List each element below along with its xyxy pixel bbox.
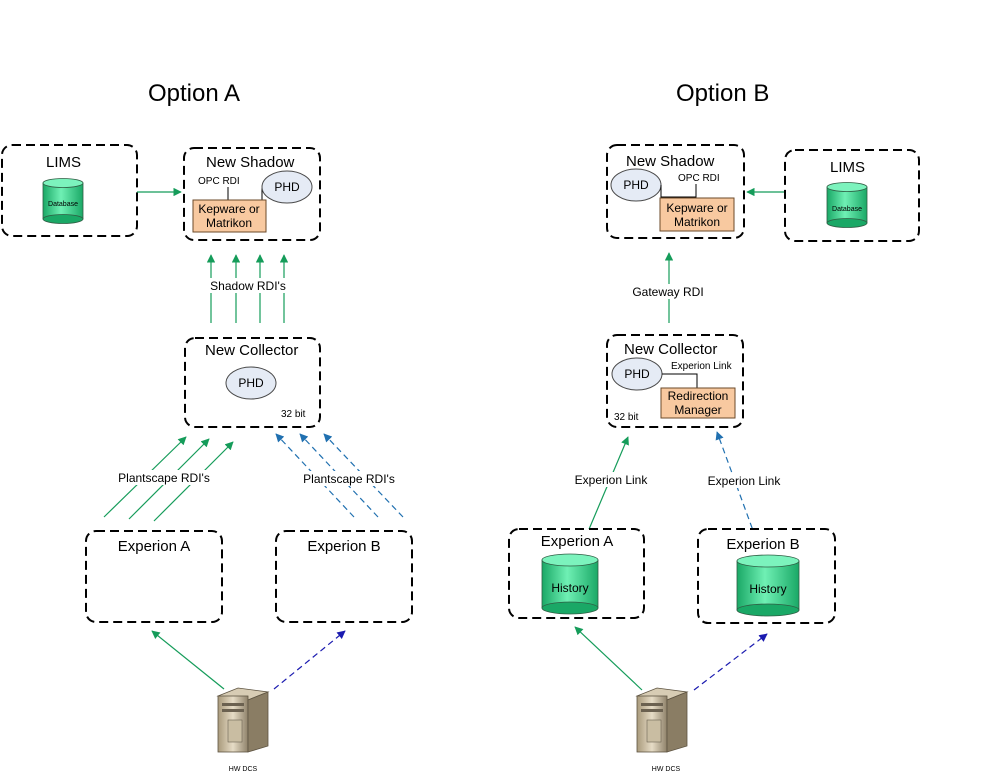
shadow-internal-connector-b xyxy=(660,184,697,198)
experion-b-box-b: Experion B History xyxy=(697,528,836,624)
redirection-manager-box xyxy=(660,387,736,419)
dcs-to-experion-b-arrow-b xyxy=(693,633,768,691)
experion-b-title-a: Experion B xyxy=(307,538,380,555)
database-label-a: Database xyxy=(48,201,78,208)
experion-a-box-b: Experion A History xyxy=(508,528,645,619)
plantscape-rdi-arrows-right xyxy=(275,433,404,518)
dcs-to-experion-b-arrow-a xyxy=(273,630,346,690)
hw-dcs-label-a: HW DCS xyxy=(229,766,258,773)
bit-label-b: 32 bit xyxy=(614,412,639,423)
hw-dcs-label-b: HW DCS xyxy=(652,766,681,773)
phd-label-collector-b: PHD xyxy=(624,367,650,381)
new-collector-title-a: New Collector xyxy=(205,342,298,359)
plantscape-label-left: Plantscape RDI's xyxy=(118,471,210,485)
experion-a-box-a: Experion A xyxy=(85,530,223,623)
lims-box-a: LIMS Database xyxy=(1,144,138,237)
phd-label-shadow-b: PHD xyxy=(623,178,649,192)
opc-rdi-label-a: OPC RDI xyxy=(198,176,240,187)
history-label-a: History xyxy=(551,581,588,595)
hw-dcs-server-b xyxy=(635,687,689,753)
database-label-b: Database xyxy=(832,206,862,213)
experion-a-title-a: Experion A xyxy=(118,538,191,555)
hw-dcs-server-a xyxy=(216,687,270,753)
collector-internal-connector-b xyxy=(662,373,698,388)
phd-node-collector-a xyxy=(225,366,277,400)
dcs-to-experion-a-arrow-a xyxy=(151,630,225,690)
option-a-title: Option A xyxy=(148,80,240,107)
bit-label-a: 32 bit xyxy=(281,409,306,420)
experion-a-title-b: Experion A xyxy=(541,533,614,550)
kepware-line1-b: Kepware or xyxy=(666,201,727,215)
phd-node-shadow-a xyxy=(261,170,313,204)
kepware-line1-a: Kepware or xyxy=(198,202,259,216)
new-collector-box-a: New Collector PHD 32 bit xyxy=(184,337,321,428)
new-shadow-title-a: New Shadow xyxy=(206,154,295,171)
history-label-b: History xyxy=(749,582,786,596)
kepware-box-a xyxy=(192,199,267,233)
opc-rdi-label-b: OPC RDI xyxy=(678,173,720,184)
phd-label-collector-a: PHD xyxy=(238,376,264,390)
shadow-rdi-label-a: Shadow RDI's xyxy=(210,279,286,293)
lims-title-b: LIMS xyxy=(830,159,865,176)
database-cylinder-b: Database xyxy=(826,182,868,228)
kepware-line2-b: Matrikon xyxy=(674,215,720,229)
experion-link-label-left: Experion Link xyxy=(575,473,649,487)
gateway-rdi-label: Gateway RDI xyxy=(632,285,703,299)
history-cylinder-a: History xyxy=(541,553,599,615)
redirection-line2: Manager xyxy=(674,403,721,417)
kepware-box-b xyxy=(659,197,735,232)
new-collector-title-b: New Collector xyxy=(624,341,717,358)
new-shadow-box-b: New Shadow PHD OPC RDI Kepware or Matrik… xyxy=(606,144,745,239)
lims-box-b: LIMS Database xyxy=(784,149,920,242)
experion-link-label-right: Experion Link xyxy=(708,474,782,488)
lims-title-a: LIMS xyxy=(46,154,81,171)
option-b-title: Option B xyxy=(676,80,769,107)
plantscape-label-right: Plantscape RDI's xyxy=(303,472,395,486)
database-cylinder-a: Database xyxy=(42,178,84,224)
new-collector-box-b: New Collector Experion Link PHD Redirect… xyxy=(606,334,744,428)
history-cylinder-b: History xyxy=(736,554,800,617)
experion-link-inner-label: Experion Link xyxy=(671,361,733,372)
experion-b-box-a: Experion B xyxy=(275,530,413,623)
experion-b-title-b: Experion B xyxy=(726,536,799,553)
redirection-line1: Redirection xyxy=(668,389,729,403)
new-shadow-title-b: New Shadow xyxy=(626,153,715,170)
phd-label-shadow-a: PHD xyxy=(274,180,300,194)
new-shadow-box-a: New Shadow OPC RDI PHD Kepware or Matrik… xyxy=(183,147,321,241)
dcs-to-experion-a-arrow-b xyxy=(574,626,643,691)
kepware-line2-a: Matrikon xyxy=(206,216,252,230)
